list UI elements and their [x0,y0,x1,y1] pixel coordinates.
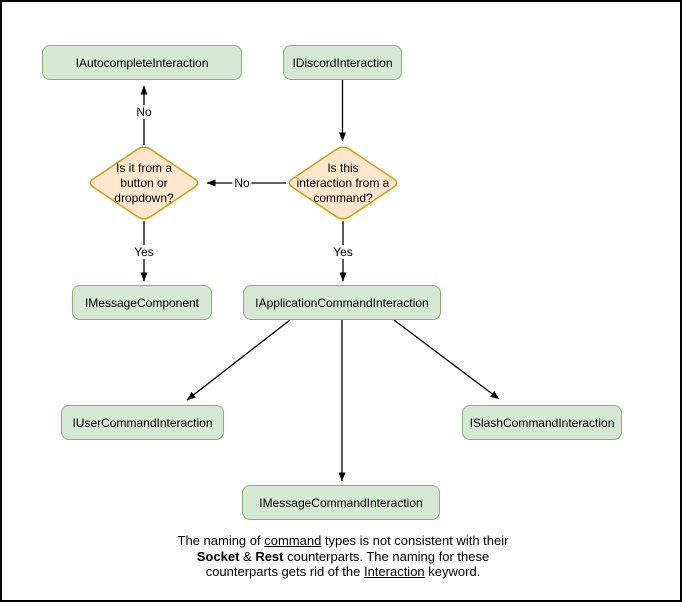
edge-application-to-slash-command [393,319,500,400]
node-user-command-interaction: IUserCommandInteraction [61,405,224,440]
decision-button-or-dropdown-label: Is it from a button or dropdown? [114,160,174,205]
edge-application-to-user-command [186,319,291,401]
edge-label-no-middle: No [232,176,252,190]
decision-from-command-label: Is this interaction from a command? [296,160,390,205]
node-message-component: IMessageComponent [72,285,212,320]
edge-label-yes-left: Yes [132,245,156,259]
node-application-command-interaction: IApplicationCommandInteraction [243,285,441,320]
node-message-command-interaction: IMessageCommandInteraction [242,485,440,520]
node-discord-interaction: IDiscordInteraction [283,45,402,80]
edge-label-yes-right: Yes [331,245,355,259]
decision-from-command-shape [288,146,398,220]
node-autocomplete-interaction: IAutocompleteInteraction [42,45,242,80]
naming-footnote: The naming of command types is not consi… [177,533,509,579]
node-slash-command-interaction: ISlashCommandInteraction [462,405,622,440]
decision-button-or-dropdown-shape [89,146,199,220]
edge-label-no-top: No [134,105,154,119]
